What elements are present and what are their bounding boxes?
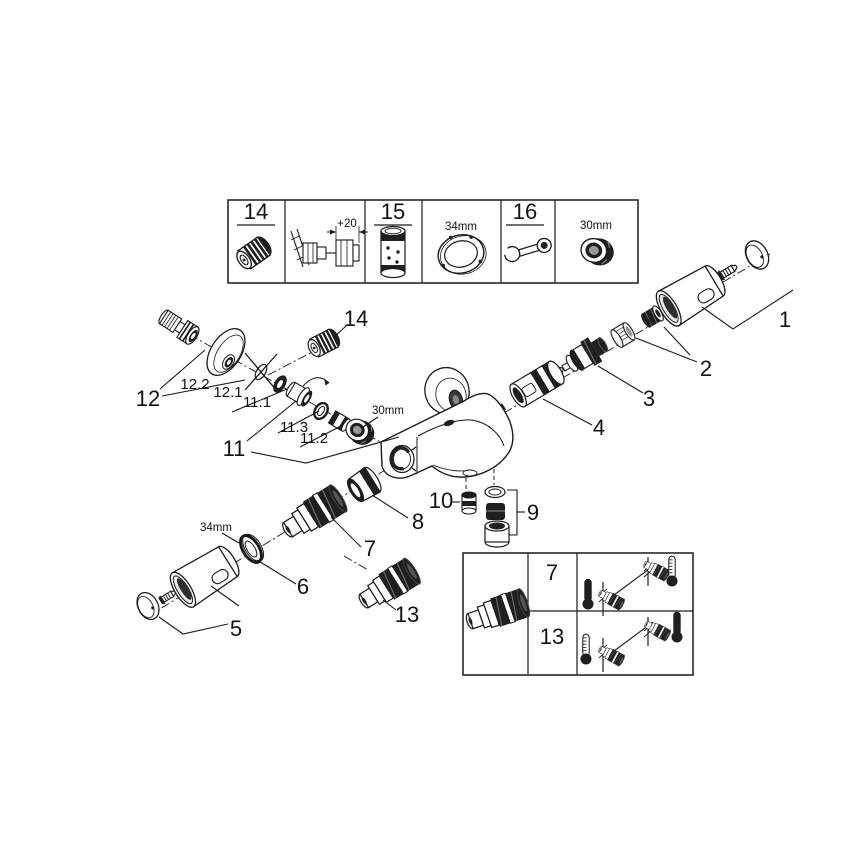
check-valve-icon <box>641 557 672 583</box>
exploded-view <box>132 236 774 624</box>
label-part-12-1: 12.1 <box>213 384 242 401</box>
flow-row-13-label: 13 <box>540 624 564 649</box>
callouts: 1 2 3 4 5 6 7 8 9 10 11 11.1 11.3 11.2 <box>136 289 794 641</box>
table-part-cap <box>231 232 277 274</box>
flow-row-7-diagram <box>582 555 679 616</box>
part-7-check-valve <box>275 482 351 546</box>
label-part-11-3: 11.3 <box>280 419 308 436</box>
hot-thermometer-icon <box>582 578 594 610</box>
temperature-button <box>443 419 455 427</box>
flow-direction-table: 7 13 <box>461 552 694 676</box>
label-part-3: 3 <box>643 386 655 411</box>
table-part-nut-30mm <box>577 233 618 270</box>
check-valve-icon <box>642 617 673 643</box>
label-part-9: 9 <box>527 500 539 525</box>
label-part-4: 4 <box>593 415 605 440</box>
label-part-2: 2 <box>700 356 712 381</box>
cross-out-icon <box>244 353 278 391</box>
label-part-5: 5 <box>230 616 242 641</box>
table-dim-offset: +20 <box>337 218 357 230</box>
part-5-cover-cap <box>132 588 164 624</box>
dim-34mm: 34mm <box>200 522 232 534</box>
spare-parts-table: 14 +20 15 <box>227 199 639 284</box>
label-part-12-2: 12.2 <box>180 376 209 393</box>
label-part-11: 11 <box>223 436 246 461</box>
label-part-11-2: 11.2 <box>300 430 328 447</box>
table-dim-ring: 34mm <box>445 221 477 233</box>
label-part-6: 6 <box>297 574 309 599</box>
part-2-stop-ring <box>608 320 638 350</box>
table-label-16: 16 <box>513 199 537 224</box>
part-4-sleeve <box>506 358 568 410</box>
part-9-aerator-stack <box>484 485 510 548</box>
label-part-14: 14 <box>344 306 368 331</box>
part-14-cap <box>304 325 344 361</box>
table-install-diagram: +20 <box>290 218 368 268</box>
label-part-8: 8 <box>412 509 424 534</box>
part-6-ring <box>234 529 270 568</box>
check-valve-icon <box>596 642 627 668</box>
rotate-arrow-head <box>324 378 329 386</box>
table-part-extension <box>380 225 406 279</box>
part-5-handle <box>164 540 246 612</box>
part-11-3-o-ring <box>310 399 332 423</box>
flow-table-check-valve <box>461 586 533 638</box>
label-part-13: 13 <box>395 602 419 627</box>
part-1-cover-cap <box>740 236 774 274</box>
faucet-body <box>380 366 514 479</box>
spare-parts-table-border <box>227 199 639 284</box>
flow-table-border <box>462 552 694 676</box>
label-part-12: 12 <box>136 386 160 411</box>
table-part-wrench <box>504 237 552 263</box>
table-part-ring-34mm <box>437 234 487 275</box>
part-11-1-washer <box>273 375 287 393</box>
part-12-2-s-union <box>155 306 203 348</box>
part-11-fitting <box>282 378 316 410</box>
check-valve-icon <box>596 586 627 612</box>
label-part-10: 10 <box>429 488 453 513</box>
hot-thermometer-icon <box>671 611 683 643</box>
table-label-15: 15 <box>381 199 405 224</box>
flow-row-13-diagram <box>579 611 683 672</box>
flow-row-7-label: 7 <box>546 560 558 585</box>
part-12-1-escutcheon <box>198 321 254 383</box>
table-dim-nut: 30mm <box>580 220 612 232</box>
cold-thermometer-icon <box>579 633 593 666</box>
part-10-plug <box>461 491 477 515</box>
label-part-1: 1 <box>779 307 791 332</box>
part-crossed-out-washer <box>244 352 278 392</box>
dim-30mm: 30mm <box>372 405 404 417</box>
table-label-14: 14 <box>244 199 268 224</box>
label-part-11-1: 11.1 <box>243 394 271 411</box>
label-part-7: 7 <box>364 536 376 561</box>
